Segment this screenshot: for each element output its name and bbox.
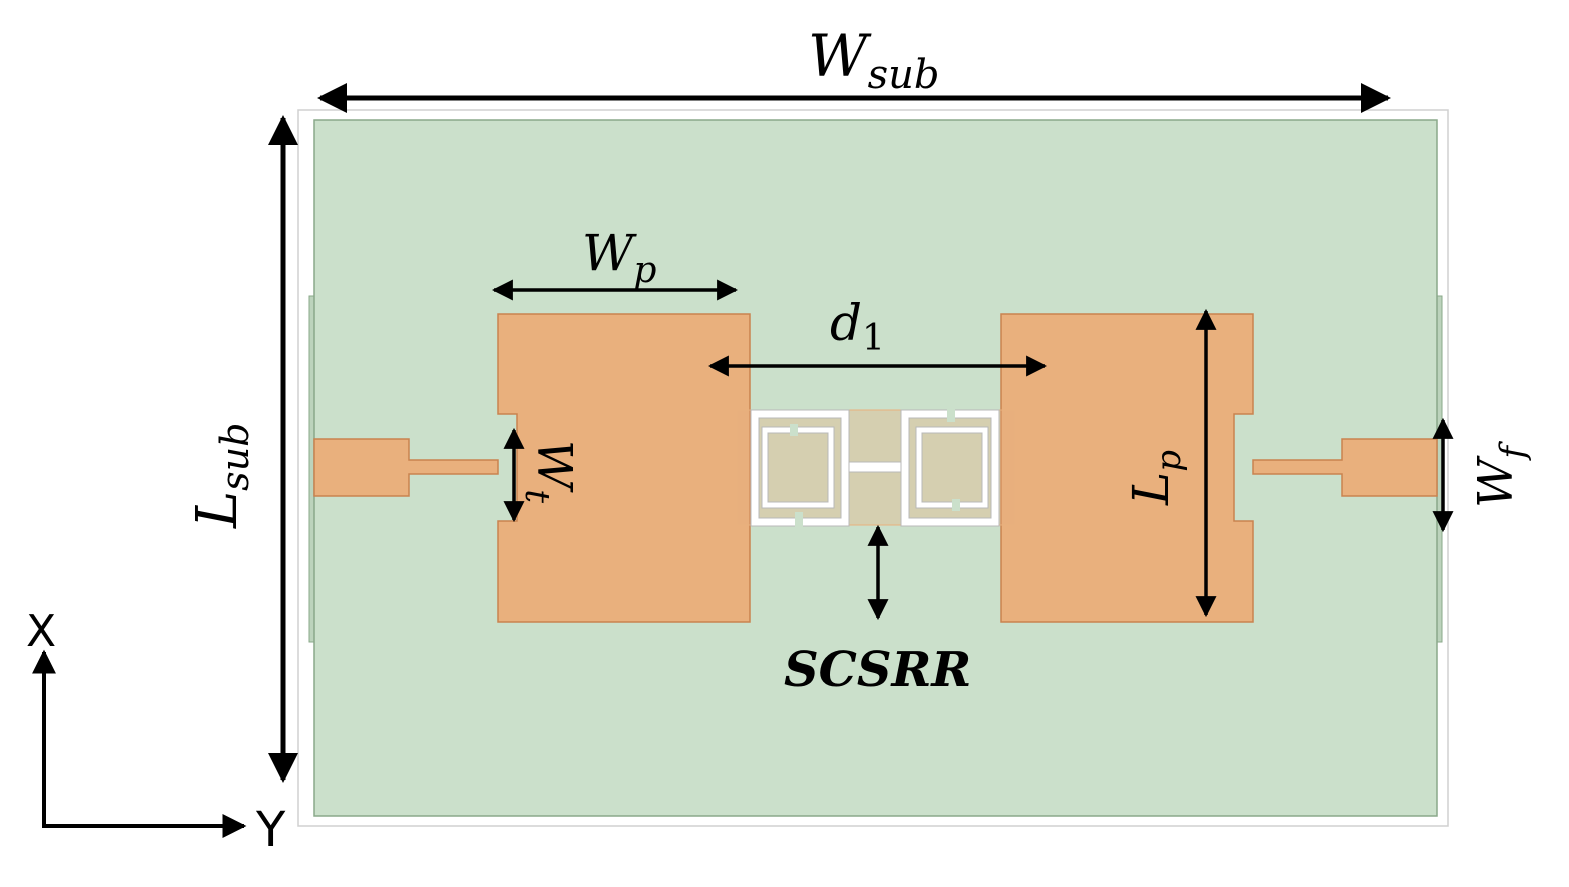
scsrr-left-outer-ring (750, 409, 850, 527)
left-feed-line (313, 438, 499, 497)
l-p-label: Lp (1122, 450, 1189, 506)
scsrr-right-inner-ring (915, 426, 989, 509)
scsrr-right-outer-ring (900, 409, 1000, 527)
scsrr-left-inner-ring (761, 426, 835, 509)
scsrr-left-outer-gap (795, 512, 803, 528)
d-1-label: d1 (830, 294, 885, 359)
scsrr-left-inner-gap (790, 424, 798, 436)
w-p-label: Wp (582, 224, 656, 291)
w-sub-label: Wsub (808, 22, 940, 98)
l-sub-label: Lsub (185, 423, 257, 530)
scsrr-structure (736, 408, 1016, 528)
y-axis-label: Y (255, 802, 286, 858)
scsrr-connector (848, 461, 902, 473)
scsrr-label: SCSRR (784, 642, 971, 698)
w-t-label: Wt (517, 440, 582, 503)
right-patch (1000, 313, 1254, 623)
w-f-label: Wf (1468, 441, 1533, 508)
x-axis-label: X (26, 606, 56, 657)
scsrr-right-inner-gap (952, 499, 960, 511)
left-patch (497, 313, 751, 623)
scsrr-right-outer-gap (947, 408, 955, 422)
